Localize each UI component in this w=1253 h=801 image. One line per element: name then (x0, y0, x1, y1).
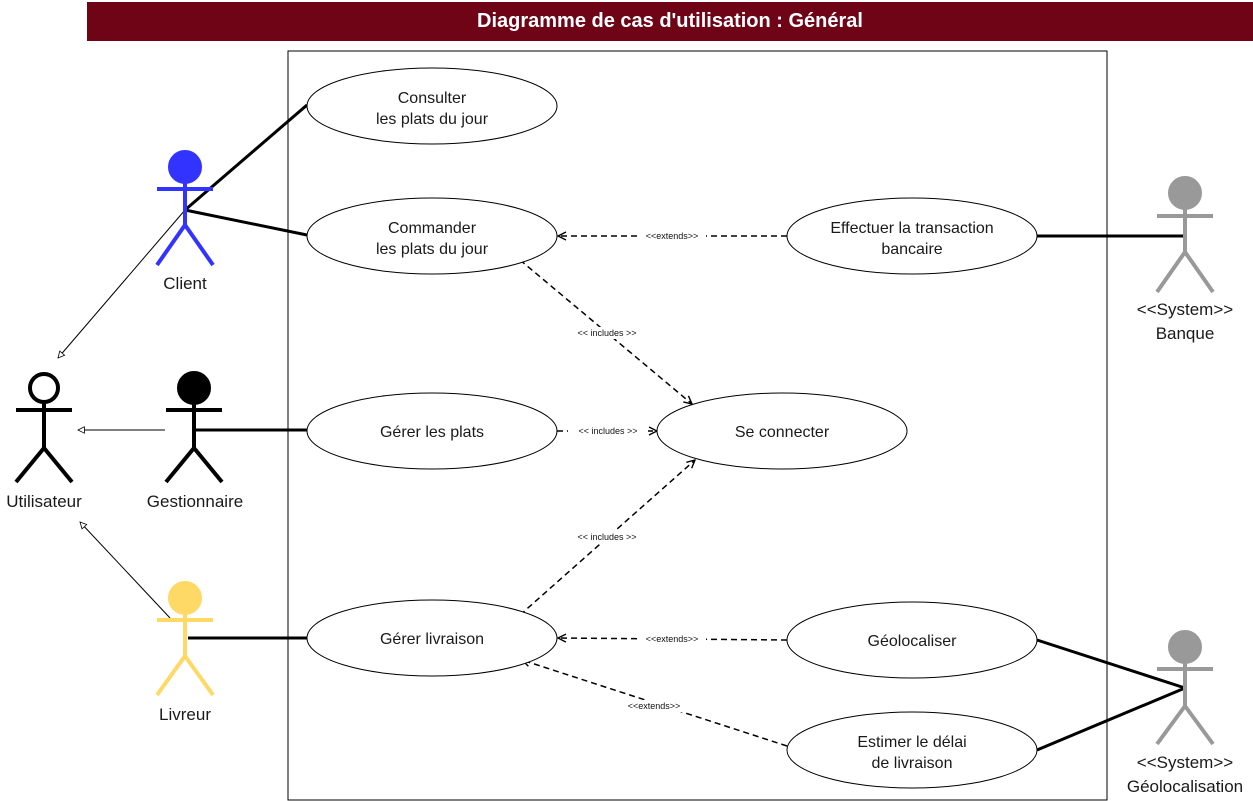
actor-client[interactable] (155, 150, 215, 267)
svg-text:les plats du jour: les plats du jour (376, 241, 489, 258)
svg-text:bancaire: bancaire (881, 241, 942, 258)
actor-geolocalisation-stereotype: <<System>> (1137, 753, 1233, 772)
svg-text:les plats du jour: les plats du jour (376, 111, 489, 128)
label-includes-commander: << includes >> (577, 328, 636, 338)
svg-text:Géolocaliser: Géolocaliser (868, 633, 958, 650)
svg-text:Se connecter: Se connecter (735, 424, 830, 441)
generalization-livreur-utilisateur (80, 522, 171, 619)
svg-text:Gérer livraison: Gérer livraison (380, 631, 484, 648)
actor-utilisateur[interactable] (14, 372, 74, 484)
usecase-gerer-livraison[interactable]: Gérer livraison (306, 599, 558, 677)
assoc-geo-estimer (1036, 686, 1186, 752)
includes-livraison-connecter (519, 460, 695, 616)
extends-estimer-livraison (522, 660, 788, 747)
usecase-transaction[interactable]: Effectuer la transaction bancaire (786, 197, 1038, 275)
generalization-client-utilisateur (58, 209, 186, 358)
actor-banque[interactable] (1155, 176, 1215, 294)
label-includes-plats: << includes >> (578, 426, 637, 436)
label-extends-transaction: <<extends>> (646, 231, 699, 241)
label-includes-livraison: << includes >> (577, 532, 636, 542)
svg-text:de livraison: de livraison (872, 755, 953, 772)
usecase-consulter[interactable]: Consulter les plats du jour (306, 67, 558, 145)
assoc-client-commander (184, 208, 308, 237)
label-extends-estimer: <<extends>> (628, 701, 681, 711)
actor-livreur[interactable] (155, 581, 215, 697)
actor-gestionnaire-label: Gestionnaire (147, 492, 243, 511)
label-extends-geoloc: <<extends>> (646, 634, 699, 644)
actor-banque-stereotype: <<System>> (1137, 300, 1233, 319)
usecase-commander[interactable]: Commander les plats du jour (306, 197, 558, 275)
svg-text:Consulter: Consulter (398, 90, 467, 107)
usecase-se-connecter[interactable]: Se connecter (656, 392, 908, 470)
actor-client-label: Client (163, 274, 207, 293)
svg-text:Effectuer la transaction: Effectuer la transaction (830, 220, 993, 237)
system-boundary (287, 50, 1108, 801)
actor-banque-label: Banque (1156, 324, 1215, 343)
diagram-title: Diagramme de cas d'utilisation : Général (87, 2, 1253, 41)
svg-text:Commander: Commander (388, 220, 477, 237)
actor-geolocalisation[interactable] (1155, 630, 1215, 746)
svg-text:Estimer le délai: Estimer le délai (857, 734, 966, 751)
usecase-gerer-plats[interactable]: Gérer les plats (306, 392, 558, 470)
assoc-geo-geolocaliser (1036, 638, 1186, 690)
actor-gestionnaire[interactable] (164, 371, 224, 484)
actor-utilisateur-label: Utilisateur (6, 492, 82, 511)
usecase-geolocaliser[interactable]: Géolocaliser (786, 601, 1038, 679)
usecase-estimer[interactable]: Estimer le délai de livraison (786, 711, 1038, 789)
actor-livreur-label: Livreur (159, 705, 211, 724)
assoc-client-consulter (184, 103, 308, 212)
svg-text:Gérer les plats: Gérer les plats (380, 424, 484, 441)
actor-geolocalisation-label: Géolocalisation (1127, 777, 1243, 796)
